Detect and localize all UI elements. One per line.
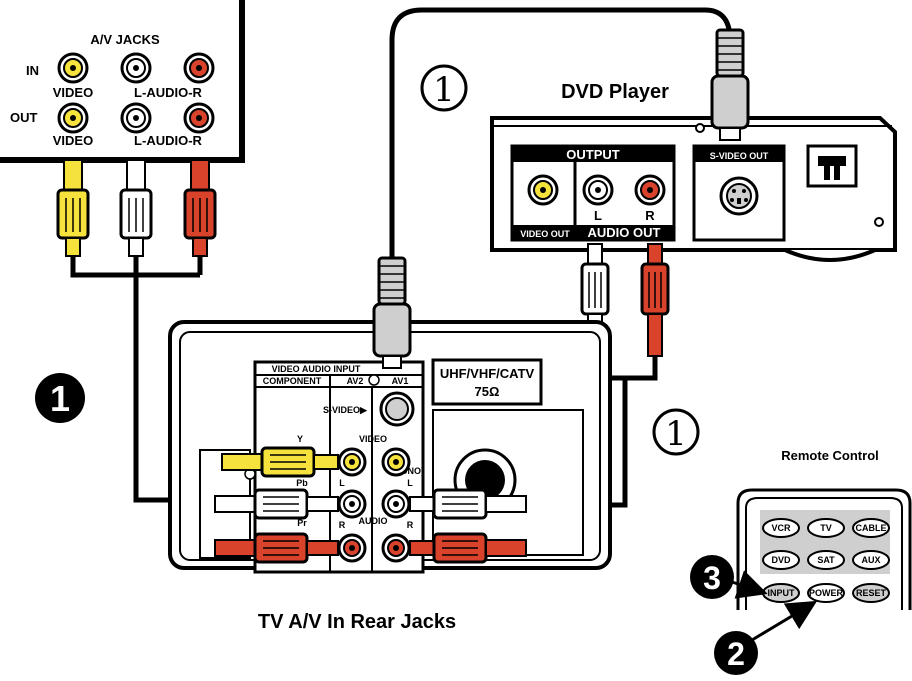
tv-video-label: VIDEO xyxy=(359,434,387,444)
remote-dvd-button[interactable]: DVD xyxy=(762,550,800,570)
dvd-player: DVD Player OUTPUT VIDEO OUT AUDIO OUT L … xyxy=(490,81,897,262)
step-3-marker: 3 xyxy=(690,555,734,599)
remote-power-button[interactable]: POWER xyxy=(807,583,845,603)
svg-text:1: 1 xyxy=(433,70,455,110)
step-2-arrow xyxy=(751,600,818,642)
dvd-audio-left-jack[interactable] xyxy=(582,174,614,206)
tv-plug-red xyxy=(214,532,339,564)
svg-text:DVD: DVD xyxy=(771,555,791,565)
tv-plug-red-right xyxy=(409,532,527,564)
tv-audio-right-jack-av1[interactable] xyxy=(381,533,411,563)
tv-pr-label: Pr xyxy=(297,518,307,528)
dvd-output-label: OUTPUT xyxy=(566,147,620,162)
svg-text:VCR: VCR xyxy=(771,523,791,533)
dvd-svideo-out-label: S-VIDEO OUT xyxy=(710,151,769,161)
dvd-left-label: L xyxy=(594,208,602,223)
dvd-title: DVD Player xyxy=(561,81,669,103)
tv-plug-yellow xyxy=(221,446,339,478)
tv-l-label-av2: L xyxy=(339,478,345,488)
tv-plug-white-right xyxy=(409,488,527,520)
av-in-video-jack[interactable] xyxy=(57,52,89,84)
av-jacks-panel: A/V JACKS IN OUT VIDEO L-AUDIO-R xyxy=(0,0,245,163)
remote-cable-button[interactable]: CABLE xyxy=(852,518,890,538)
av-out-left-audio-jack[interactable] xyxy=(120,102,152,134)
tv-audio-right-jack-av2[interactable] xyxy=(337,533,367,563)
av-out-video-label: VIDEO xyxy=(53,133,93,148)
step-2-marker: 2 xyxy=(714,631,758,675)
remote-reset-button[interactable]: RESET xyxy=(852,583,890,603)
tv-av2-label: AV2 xyxy=(347,376,364,386)
dvd-audio-out-label: AUDIO OUT xyxy=(588,225,661,240)
av-in-label: IN xyxy=(26,63,39,78)
tv-y-label: Y xyxy=(297,434,303,444)
dvd-svideo-out-jack[interactable] xyxy=(719,176,759,216)
av-in-audio-label: L-AUDIO-R xyxy=(134,85,202,100)
step-1-solid-marker: 1 xyxy=(35,373,85,423)
av-in-video-label: VIDEO xyxy=(53,85,93,100)
tv-component-label: COMPONENT xyxy=(263,376,322,386)
tv-input-header: VIDEO AUDIO INPUT xyxy=(272,364,361,374)
tv-pb-label: Pb xyxy=(296,478,308,488)
tv-plug-white xyxy=(214,488,339,520)
remote-vcr-button[interactable]: VCR xyxy=(762,518,800,538)
rca-plug-white xyxy=(119,159,153,257)
svideo-cable xyxy=(389,7,733,265)
av-out-label: OUT xyxy=(10,110,38,125)
svg-text:3: 3 xyxy=(703,560,721,596)
svg-text:CABLE: CABLE xyxy=(856,523,887,533)
av-in-left-audio-jack[interactable] xyxy=(120,52,152,84)
rca-plug-yellow xyxy=(56,159,90,257)
svg-text:TV: TV xyxy=(820,523,832,533)
tv-video-jack-av1[interactable] xyxy=(381,447,411,477)
tv-video-jack-av2[interactable] xyxy=(337,447,367,477)
step-3-arrow xyxy=(731,570,768,599)
tv-caption: TV A/V In Rear Jacks xyxy=(258,611,456,633)
tv-r-label-av2: R xyxy=(339,520,346,530)
dvd-video-out-jack[interactable] xyxy=(527,174,559,206)
dvd-video-out-label: VIDEO OUT xyxy=(520,229,570,239)
svg-text:1: 1 xyxy=(665,414,687,454)
svideo-plug-tv xyxy=(372,256,412,369)
tv-antenna-line1: UHF/VHF/CATV xyxy=(440,366,535,381)
svg-text:INPUT: INPUT xyxy=(768,588,796,598)
tv-l-label-av1: L xyxy=(407,478,413,488)
svg-text:AUX: AUX xyxy=(861,555,880,565)
svideo-plug-dvd xyxy=(710,28,750,141)
svg-text:RESET: RESET xyxy=(856,588,887,598)
av-out-right-audio-jack[interactable] xyxy=(183,102,215,134)
tv-svideo-jack[interactable] xyxy=(379,391,415,427)
step-1-open-marker-right: 1 xyxy=(652,408,700,456)
dvd-right-label: R xyxy=(645,208,655,223)
av-in-right-audio-jack[interactable] xyxy=(183,52,215,84)
svg-text:SAT: SAT xyxy=(817,555,835,565)
av-jacks-title: A/V JACKS xyxy=(90,32,160,47)
av-out-audio-label: L-AUDIO-R xyxy=(134,133,202,148)
remote-sat-button[interactable]: SAT xyxy=(807,550,845,570)
remote-aux-button[interactable]: AUX xyxy=(852,550,890,570)
remote-tv-button[interactable]: TV xyxy=(807,518,845,538)
remote-input-button[interactable]: INPUT xyxy=(762,583,800,603)
svg-text:1: 1 xyxy=(50,378,70,419)
remote-title: Remote Control xyxy=(781,448,879,463)
av-out-video-jack[interactable] xyxy=(57,102,89,134)
tv-audio-left-jack-av1[interactable] xyxy=(381,489,411,519)
tv-r-label-av1: R xyxy=(407,520,414,530)
tv-svideo-label: S-VIDEO▶ xyxy=(323,405,368,415)
tv-audio-left-jack-av2[interactable] xyxy=(337,489,367,519)
tv-antenna-line2: 75Ω xyxy=(475,384,500,399)
rca-plug-red xyxy=(183,159,217,257)
dvd-power-socket-icon xyxy=(806,144,858,188)
tv-audio-label: AUDIO xyxy=(359,516,388,526)
dvd-audio-right-jack[interactable] xyxy=(634,174,666,206)
svg-text:2: 2 xyxy=(727,636,745,672)
dvd-rca-plug-red xyxy=(640,243,670,357)
svg-text:POWER: POWER xyxy=(809,588,844,598)
tv-av1-label: AV1 xyxy=(392,376,409,386)
step-1-open-marker-top: 1 xyxy=(420,64,468,112)
